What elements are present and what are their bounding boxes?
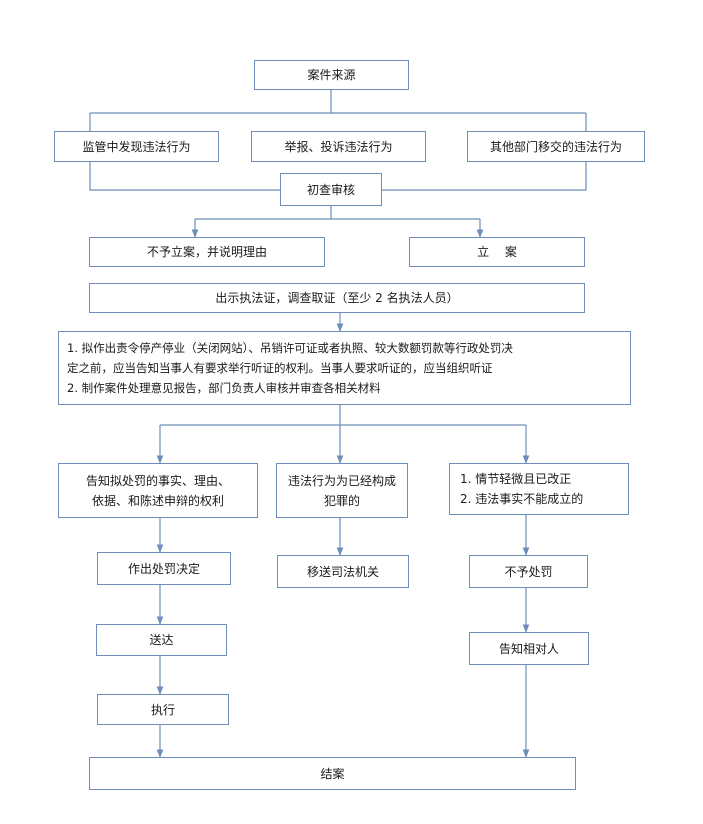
connector-left-to-review (89, 162, 280, 191)
node-constitutes-crime: 违法行为为已经构成 犯罪的 (276, 463, 408, 518)
node-case-source: 案件来源 (254, 60, 409, 90)
crime-line-1: 违法行为为已经构成 (287, 473, 396, 488)
minor-line-2: 2. 违法事实不能成立的 (460, 492, 584, 506)
minor-line-1: 1. 情节轻微且已改正 (460, 472, 572, 486)
major-penalty-line-2: 定之前，应当告知当事人有要求举行听证的权利。当事人要求听证的，应当组织听证 (67, 361, 493, 375)
notify-rights-line-2: 依据、和陈述申辩的权利 (91, 493, 224, 508)
node-no-penalty: 不予处罚 (469, 555, 588, 588)
node-show-certificate: 出示执法证，调查取证（至少 2 名执法人员） (89, 283, 585, 313)
major-penalty-line-3: 2. 制作案件处理意见报告，部门负责人审核并审查各相关材料 (67, 381, 381, 395)
node-execute: 执行 (97, 694, 229, 725)
node-minor-or-unfounded: 1. 情节轻微且已改正 2. 违法事实不能成立的 (449, 463, 629, 515)
node-filed: 立 案 (409, 237, 585, 267)
node-deliver: 送达 (96, 624, 227, 656)
connector-right-to-review (382, 162, 587, 191)
node-report-complaint: 举报、投诉违法行为 (251, 131, 426, 162)
node-supervision-found: 监管中发现违法行为 (54, 131, 219, 162)
node-major-penalty: 1. 拟作出责令停产停业（关闭网站）、吊销许可证或者执照、较大数额罚款等行政处罚… (58, 331, 631, 405)
node-make-decision: 作出处罚决定 (97, 552, 231, 585)
node-notify-rights: 告知拟处罚的事实、理由、 依据、和陈述申辩的权利 (58, 463, 258, 518)
node-not-filed: 不予立案，并说明理由 (89, 237, 325, 267)
major-penalty-line-1: 1. 拟作出责令停产停业（关闭网站）、吊销许可证或者执照、较大数额罚款等行政处罚… (67, 341, 513, 355)
node-notify-party: 告知相对人 (469, 632, 589, 665)
crime-line-2: 犯罪的 (323, 493, 360, 508)
node-transfer-judicial: 移送司法机关 (277, 555, 409, 588)
node-other-dept-transfer: 其他部门移交的违法行为 (467, 131, 645, 162)
node-close-case: 结案 (89, 757, 576, 790)
notify-rights-line-1: 告知拟处罚的事实、理由、 (85, 473, 230, 488)
node-initial-review: 初查审核 (280, 173, 382, 206)
